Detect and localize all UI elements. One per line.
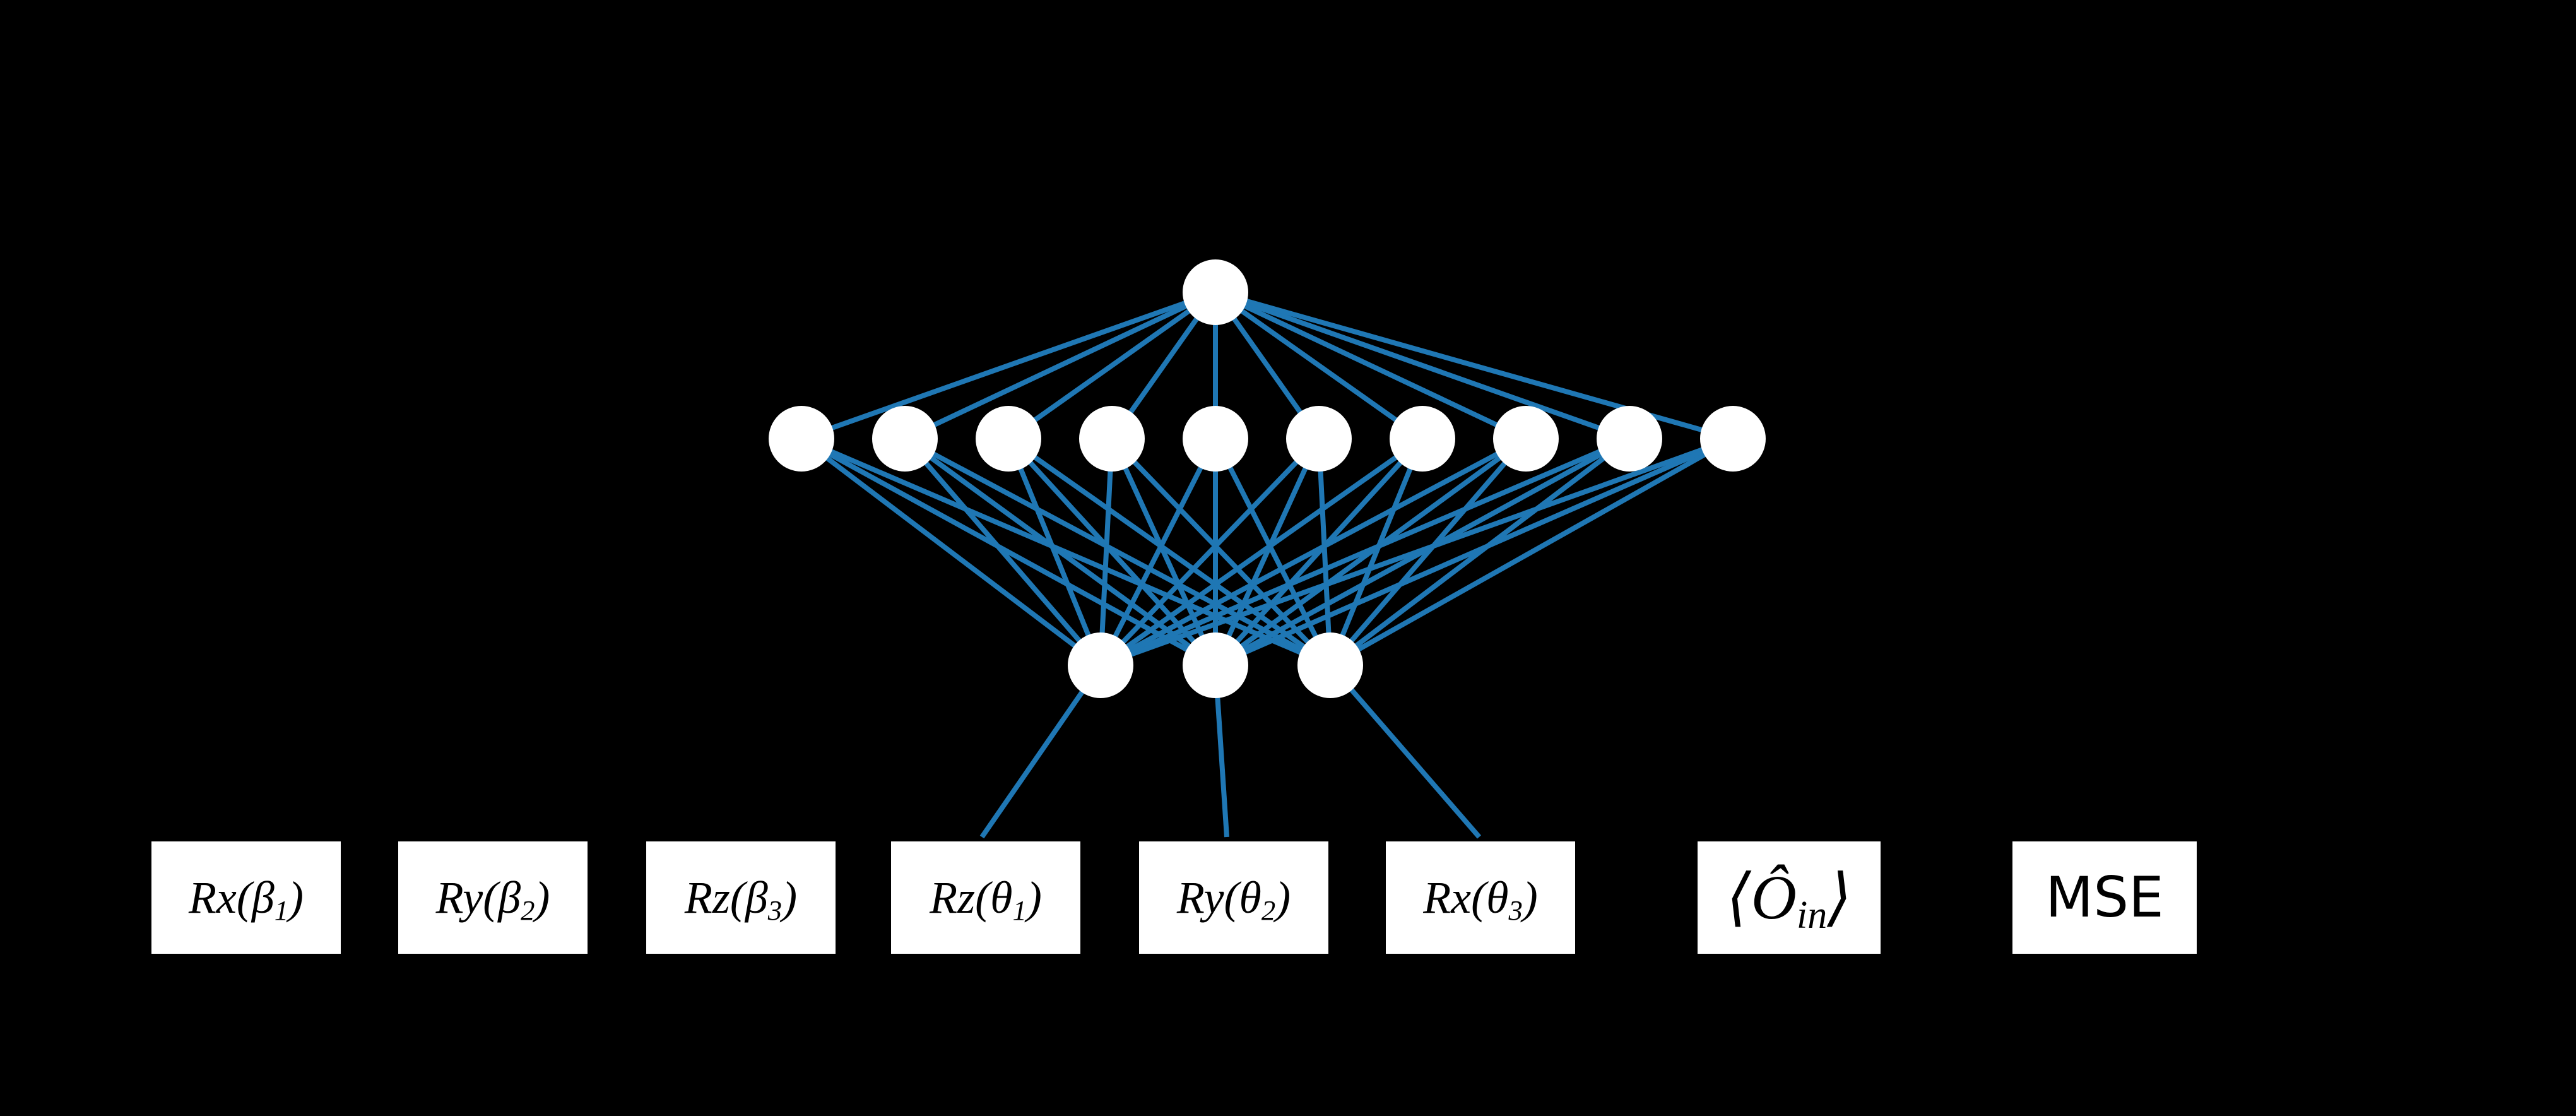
gate-box-ry-theta2: Ry(θ2) [1139, 841, 1328, 954]
gate-label-ry-theta2: Ry(θ2) [1176, 872, 1291, 926]
network-edge [1099, 436, 1527, 668]
bottom-node-3 [1297, 632, 1363, 698]
gate-label-rx-beta1: Rx(β1) [188, 872, 304, 926]
network-edge [904, 290, 1217, 441]
network-edge [1099, 436, 1631, 668]
middle-node-2 [872, 406, 938, 472]
network-edge [800, 436, 1332, 668]
gate-label-rz-theta1: Rz(θ1) [930, 872, 1042, 926]
network-edge [1098, 438, 1114, 666]
network-edge [800, 436, 1217, 668]
network-edge [1099, 437, 1321, 667]
network-edge [1214, 437, 1424, 667]
network-edge [902, 437, 1103, 667]
network-edge [1213, 437, 1321, 667]
network-edge [1007, 437, 1217, 667]
network-edge [1213, 437, 1333, 667]
gate-box-rz-beta3: Rz(β3) [646, 841, 836, 954]
network-edge [800, 290, 1217, 441]
network-edge [1214, 290, 1424, 441]
expectation-label: ⟨Ôin⟩ [1726, 862, 1852, 937]
bottom-node-2 [1183, 632, 1248, 698]
gate-label-ry-beta2: Ry(β2) [435, 872, 550, 926]
middle-node-4 [1079, 406, 1145, 472]
network-edge [1110, 437, 1332, 667]
network-edge [1099, 436, 1424, 668]
middle-node-6 [1286, 406, 1352, 472]
network-edge [1099, 436, 1734, 668]
gate-label-rx-theta3: Rx(θ3) [1423, 872, 1538, 926]
network-edge [1329, 436, 1734, 668]
gate-box-ry-beta2: Ry(β2) [398, 841, 588, 954]
gate-box-rz-theta1: Rz(θ1) [891, 841, 1080, 954]
network-edge [1214, 290, 1631, 441]
gate-label-rz-beta3: Rz(β3) [684, 872, 798, 926]
network-edge [1214, 436, 1734, 668]
middle-node-5 [1183, 406, 1248, 472]
network-edge [1006, 437, 1103, 667]
network-edge [979, 663, 1103, 839]
middle-node-3 [976, 406, 1041, 472]
middle-node-9 [1597, 406, 1662, 472]
mse-box: MSE [2012, 841, 2197, 954]
network-edge [800, 436, 1102, 668]
network-edge [903, 436, 1217, 668]
network-edge [1007, 436, 1332, 668]
network-edge [1328, 437, 1528, 667]
middle-node-10 [1700, 406, 1766, 472]
network-edge [1328, 663, 1482, 839]
network-edge [904, 436, 1332, 668]
expectation-box: ⟨Ôin⟩ [1698, 841, 1881, 954]
network-edge [1214, 290, 1527, 441]
middle-node-7 [1390, 406, 1455, 472]
network-edge [1316, 438, 1333, 666]
middle-node-8 [1493, 406, 1559, 472]
middle-node-1 [769, 406, 834, 472]
gate-box-rx-beta1: Rx(β1) [151, 841, 341, 954]
network-edge [1098, 437, 1218, 667]
network-edge [1328, 437, 1425, 667]
bottom-node-1 [1068, 632, 1133, 698]
top-node [1183, 259, 1248, 325]
network-edge [1109, 437, 1218, 667]
gate-box-rx-theta3: Rx(θ3) [1386, 841, 1575, 954]
mse-label: MSE [2045, 865, 2164, 930]
network-edge [1007, 290, 1217, 441]
